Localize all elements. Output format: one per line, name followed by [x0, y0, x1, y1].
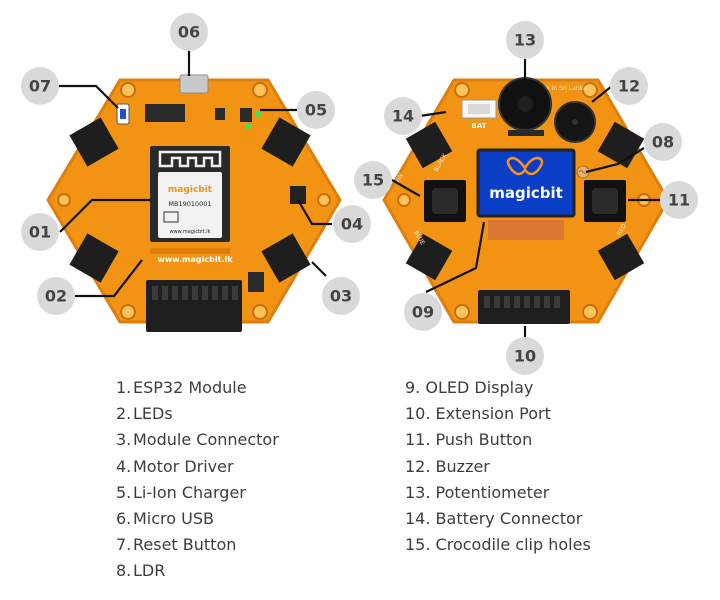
- oled-brand: magicbit: [489, 184, 563, 202]
- callout-10: 10: [514, 347, 536, 366]
- legend-number: 14.: [405, 508, 431, 528]
- callout-14: 14: [392, 107, 414, 126]
- callout-01: 01: [29, 223, 51, 242]
- legend-item: 13. Potentiometer: [405, 480, 591, 506]
- legend-number: 15.: [405, 535, 431, 555]
- silk-made-in: Made in Sri Lanka: [533, 85, 587, 92]
- legend-item: 3.Module Connector: [116, 427, 279, 453]
- legend-number: 8.: [116, 561, 132, 581]
- callout-11: 11: [668, 191, 690, 210]
- module-connector: [69, 233, 119, 283]
- legend-left: 1.ESP32 Module 2.LEDs 3.Module Connector…: [116, 375, 279, 585]
- silk-vin: VIN: [394, 173, 405, 185]
- callout-badges: [21, 13, 698, 375]
- legend-label: Module Connector: [133, 430, 279, 450]
- legend-item: 1.ESP32 Module: [116, 375, 279, 401]
- legend-item: 7.Reset Button: [116, 532, 279, 558]
- legend-number: 7.: [116, 535, 132, 555]
- module-brand: magicbit: [168, 185, 213, 195]
- legend-item: 2.LEDs: [116, 401, 279, 427]
- legend-number: 13.: [405, 482, 431, 502]
- silk-url: www.magicbit.lk: [157, 255, 233, 264]
- legend-number: 5.: [116, 482, 132, 502]
- callout-06: 06: [178, 23, 200, 42]
- battery-label: BAT: [472, 122, 487, 130]
- legend-number: 3.: [116, 430, 132, 450]
- callout-13: 13: [514, 31, 536, 50]
- legend-number: 1.: [116, 378, 132, 397]
- module-connector: [261, 117, 311, 167]
- legend-label: Potentiometer: [435, 482, 550, 502]
- module-id: MB19010001: [168, 200, 211, 208]
- legend-right: 9. OLED Display 10. Extension Port 11. P…: [405, 375, 591, 558]
- legend-item: 6.Micro USB: [116, 506, 279, 532]
- module-url: www.magicbit.lk: [169, 229, 210, 235]
- legend-label: LEDs: [133, 404, 173, 424]
- callout-07: 07: [29, 77, 51, 96]
- legend-number: 12.: [405, 456, 431, 476]
- battery-connector: BAT: [461, 99, 497, 130]
- legend-label: Crocodile clip holes: [435, 535, 591, 555]
- crocodile-clip-hole: [397, 193, 411, 207]
- legend-item: 9. OLED Display: [405, 375, 591, 401]
- push-button-right: [584, 180, 626, 222]
- callout-04: 04: [341, 215, 363, 234]
- legend-label: LDR: [133, 561, 166, 581]
- legend-label: Push Button: [435, 430, 533, 450]
- legend-number: 6.: [116, 508, 132, 528]
- legend-label: OLED Display: [425, 378, 534, 397]
- legend-label: Li-Ion Charger: [133, 482, 246, 502]
- esp32-module: magicbit MB19010001 www.magicbit.lk: [150, 146, 230, 242]
- led-strip: [150, 248, 230, 254]
- micro-usb-port: [179, 74, 209, 94]
- back-board: BAT Made in Sri Lanka magicbit: [382, 77, 670, 324]
- callout-15: 15: [362, 171, 384, 190]
- legend-item: 8.LDR: [116, 558, 279, 584]
- legend-item: 10. Extension Port: [405, 401, 591, 427]
- legend-label: ESP32 Module: [133, 378, 247, 397]
- legend-number: 10.: [405, 404, 431, 424]
- legend-label: Buzzer: [435, 456, 490, 476]
- callout-02: 02: [45, 287, 67, 306]
- legend-item: 5.Li-Ion Charger: [116, 480, 279, 506]
- legend-label: Motor Driver: [133, 456, 234, 476]
- legend-label: Battery Connector: [435, 508, 583, 528]
- legend-item: 14. Battery Connector: [405, 506, 591, 532]
- legend-item: 11. Push Button: [405, 427, 591, 453]
- legend-label: Reset Button: [133, 535, 237, 555]
- legend-item: 4.Motor Driver: [116, 454, 279, 480]
- legend-label: Extension Port: [435, 404, 551, 424]
- motor-driver-chip: [290, 186, 306, 204]
- front-board: magicbit MB19010001 www.magicbit.lk www.…: [46, 74, 342, 332]
- legend-number: 9.: [405, 378, 421, 397]
- legend-number: 4.: [116, 456, 132, 476]
- push-button-left: [424, 180, 466, 222]
- callout-08: 08: [652, 133, 674, 152]
- callout-numbers: 07 06 05 01 02 03 04 14 13 12 08 11 15 0…: [29, 23, 690, 366]
- module-connector: [69, 117, 119, 167]
- callout-03: 03: [330, 287, 352, 306]
- legend-item: 12. Buzzer: [405, 454, 591, 480]
- legend-label: Micro USB: [133, 508, 214, 528]
- legend-number: 11.: [405, 430, 431, 450]
- callout-05: 05: [305, 101, 327, 120]
- legend-item: 15. Crocodile clip holes: [405, 532, 591, 558]
- oled-display: magicbit: [476, 148, 576, 240]
- callout-12: 12: [618, 77, 640, 96]
- callout-09: 09: [412, 303, 434, 322]
- module-connector: [261, 233, 311, 283]
- legend-number: 2.: [116, 404, 132, 424]
